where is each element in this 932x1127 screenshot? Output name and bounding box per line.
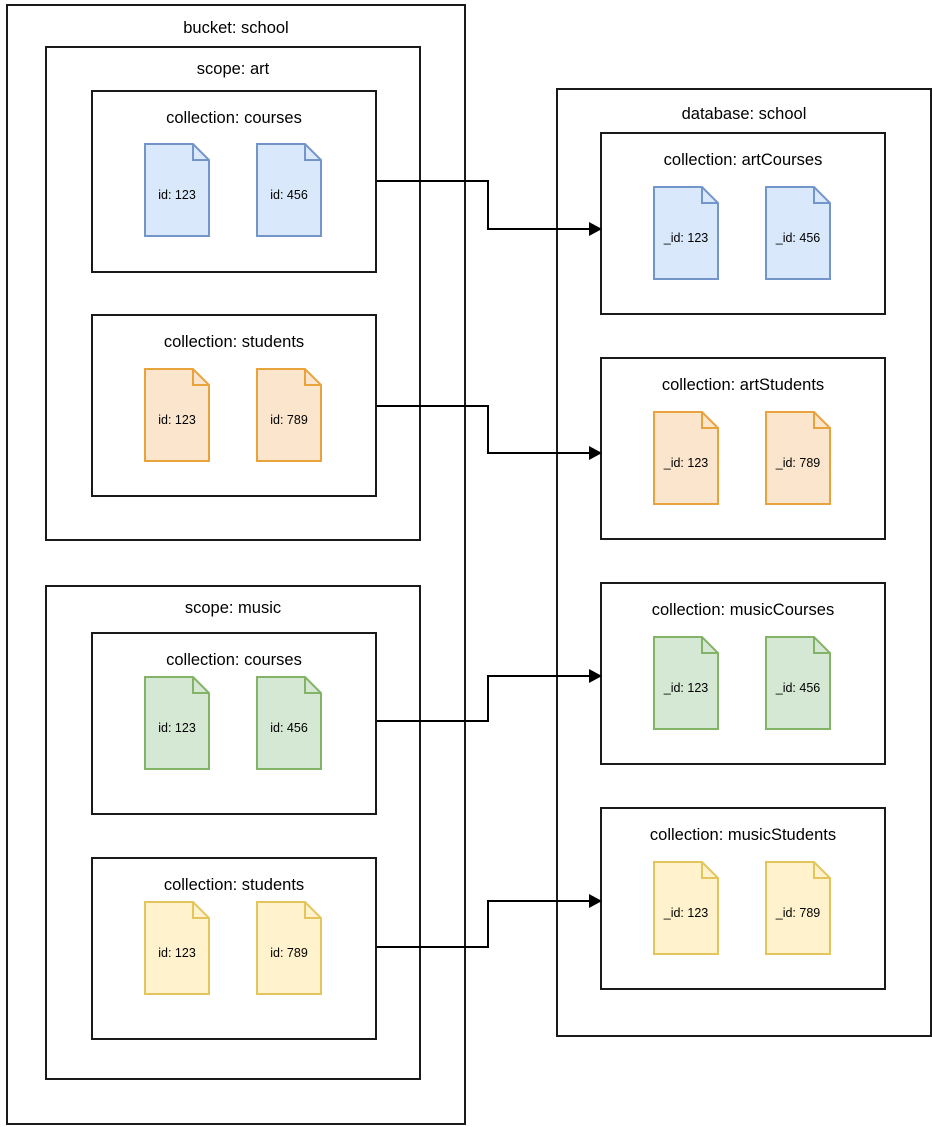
document-icon[interactable]: id: 123 (144, 368, 210, 462)
collection-music-courses-title: collection: courses (166, 651, 302, 669)
collection-music-courses-container[interactable]: collection: courses (91, 632, 377, 815)
document-icon[interactable]: _id: 123 (653, 636, 719, 730)
document-icon[interactable]: id: 123 (144, 143, 210, 237)
document-icon[interactable]: _id: 123 (653, 411, 719, 505)
bucket-title: bucket: school (183, 19, 289, 37)
document-icon[interactable]: id: 123 (144, 676, 210, 770)
document-icon[interactable]: _id: 456 (765, 636, 831, 730)
collection-art-courses-container[interactable]: collection: courses (91, 90, 377, 273)
collection-music-students-container[interactable]: collection: students (91, 857, 377, 1040)
document-icon[interactable]: id: 789 (256, 368, 322, 462)
collection-musicstudents-container[interactable]: collection: musicStudents (600, 807, 886, 990)
document-icon[interactable]: _id: 123 (653, 186, 719, 280)
collection-artstudents-container[interactable]: collection: artStudents (600, 357, 886, 540)
collection-music-students-title: collection: students (163, 876, 305, 894)
collection-musicstudents-title: collection: musicStudents (649, 826, 837, 844)
document-icon[interactable]: _id: 456 (765, 186, 831, 280)
collection-musiccourses-title: collection: musicCourses (651, 601, 835, 619)
collection-artcourses-title: collection: artCourses (663, 151, 823, 169)
document-icon[interactable]: _id: 123 (653, 861, 719, 955)
database-title: database: school (681, 105, 807, 123)
scope-music-title: scope: music (184, 599, 282, 617)
collection-musiccourses-container[interactable]: collection: musicCourses (600, 582, 886, 765)
collection-artstudents-title: collection: artStudents (661, 376, 825, 394)
collection-art-courses-title: collection: courses (166, 109, 302, 127)
document-icon[interactable]: id: 789 (256, 901, 322, 995)
collection-artcourses-container[interactable]: collection: artCourses (600, 132, 886, 315)
document-icon[interactable]: _id: 789 (765, 411, 831, 505)
collection-art-students-title: collection: students (163, 333, 305, 351)
document-icon[interactable]: id: 123 (144, 901, 210, 995)
collection-art-students-container[interactable]: collection: students (91, 314, 377, 497)
scope-art-title: scope: art (196, 60, 270, 78)
document-icon[interactable]: id: 456 (256, 143, 322, 237)
document-icon[interactable]: _id: 789 (765, 861, 831, 955)
document-icon[interactable]: id: 456 (256, 676, 322, 770)
